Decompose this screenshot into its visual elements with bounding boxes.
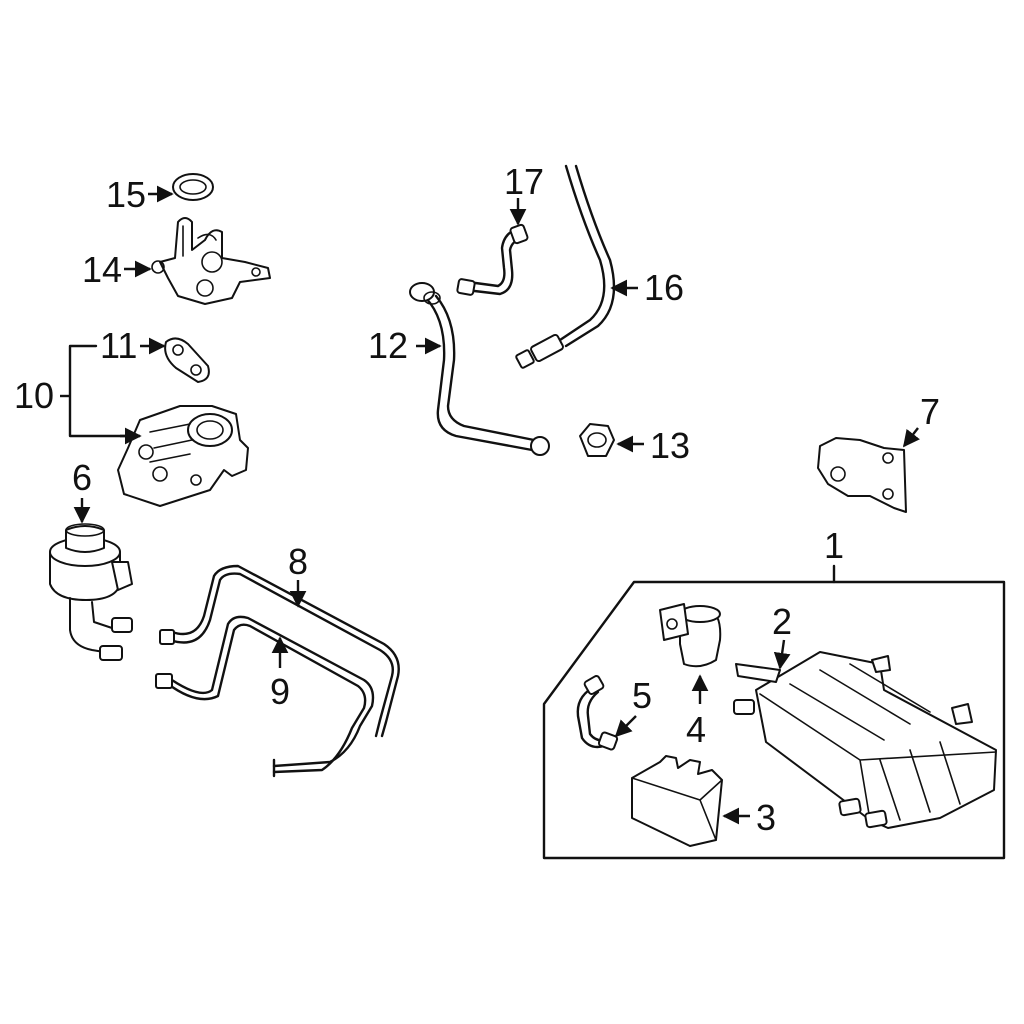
callout-16: 16: [644, 267, 684, 308]
callout-1: 1: [824, 525, 844, 566]
part-6-solenoid: [49, 523, 133, 661]
callout-15: 15: [106, 174, 146, 215]
part-11-gasket: [164, 337, 210, 383]
callout-12: 12: [368, 325, 408, 366]
callout-6: 6: [72, 457, 92, 498]
leader-7: [902, 427, 920, 448]
part-9-tube: [155, 615, 375, 778]
callout-13: 13: [650, 425, 690, 466]
part-5-hose: [576, 675, 619, 751]
callout-11: 11: [100, 325, 137, 366]
part-17-hose: [456, 223, 529, 296]
leader-2: [773, 639, 791, 670]
callout-7: 7: [920, 391, 940, 432]
part-3-cover: [631, 755, 723, 847]
part-16-sensor-hose: [515, 164, 616, 369]
part-15-oring: [172, 173, 214, 201]
callout-17: 17: [504, 161, 544, 202]
part-13-nut: [579, 423, 615, 457]
callout-3: 3: [756, 797, 776, 838]
callout-4: 4: [686, 709, 706, 750]
part-12-pipe: [409, 282, 550, 456]
part-14-housing: [151, 217, 271, 305]
part-7-bracket: [817, 437, 907, 513]
part-8-tube: [159, 564, 400, 738]
callout-14: 14: [82, 249, 122, 290]
callout-2: 2: [772, 601, 792, 642]
part-10-valve-assembly: [117, 405, 249, 507]
part-2-canister: [733, 651, 997, 829]
callout-8: 8: [288, 541, 308, 582]
group-box-1: [542, 580, 1006, 860]
callout-10: 10: [14, 375, 54, 416]
callout-5: 5: [632, 675, 652, 716]
part-4-vent-solenoid: [659, 603, 722, 668]
leader-5: [614, 715, 637, 738]
callout-9: 9: [270, 671, 290, 712]
bracket-10: [68, 344, 140, 438]
